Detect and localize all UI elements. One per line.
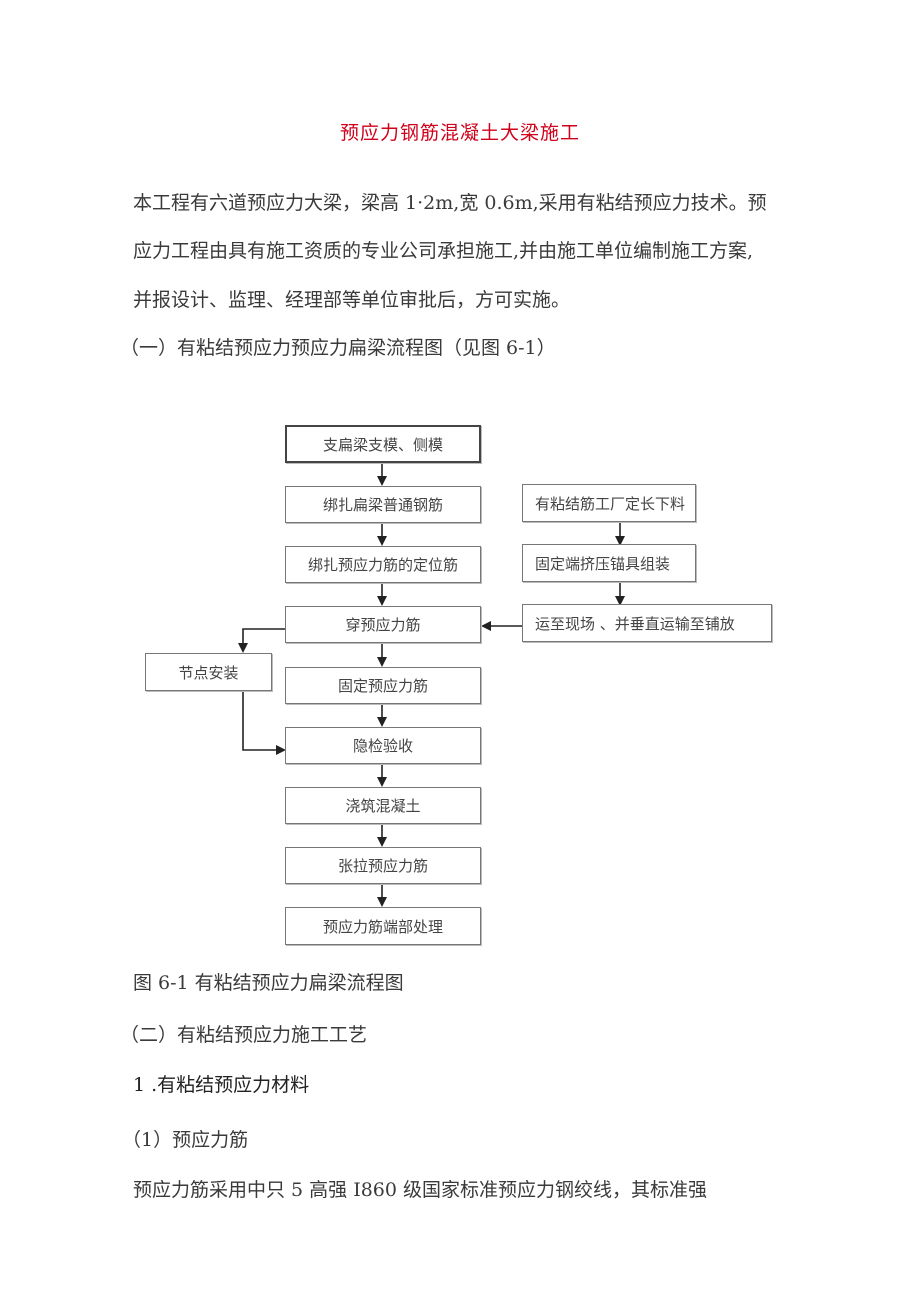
flow-step-label: 固定端挤压锚具组装 <box>535 554 671 573</box>
flow-step-tension: 张拉预应力筋 <box>285 847 481 884</box>
flow-step-label: 有粘结筋工厂定长下料 <box>535 494 686 513</box>
paragraph-line-4: 预应力筋采用中只 5 高强 I860 级国家标准预应力钢绞线，其标准强 <box>133 1179 708 1201</box>
flow-step-label: 固定预应力筋 <box>337 677 428 695</box>
flow-step-label: 隐检验收 <box>352 737 413 755</box>
document-title: 预应力钢筋混凝土大梁施工 <box>339 122 580 144</box>
flow-step-positioning-bar: 绑扎预应力筋的定位筋 <box>285 546 481 583</box>
flow-step-label: 预应力筋端部处理 <box>322 917 443 936</box>
flow-step-node-install: 节点安装 <box>145 653 272 691</box>
flow-step-label: 支扁梁支模、侧模 <box>322 435 443 454</box>
flow-step-label: 张拉预应力筋 <box>337 857 428 875</box>
flow-step-factory-cut: 有粘结筋工厂定长下料 <box>522 484 696 522</box>
flow-step-bind-rebar: 绑扎扁梁普通钢筋 <box>285 486 481 523</box>
flow-step-label: 节点安装 <box>178 663 239 682</box>
section-heading-2: （二）有粘结预应力施工工艺 <box>120 1024 368 1046</box>
figure-caption: 图 6-1 有粘结预应力扁梁流程图 <box>133 972 404 994</box>
flow-step-thread-tendon: 穿预应力筋 <box>285 606 481 643</box>
flow-step-formwork: 支扁梁支模、侧模 <box>285 425 481 463</box>
flow-step-label: 绑扎预应力筋的定位筋 <box>307 556 458 574</box>
subsection-heading-1: 1 .有粘结预应力材料 <box>133 1074 310 1096</box>
item-heading-1: （1）预应力筋 <box>122 1129 249 1151</box>
flow-step-anchor-assembly: 固定端挤压锚具组装 <box>522 544 696 582</box>
flow-step-label: 绑扎扁梁普通钢筋 <box>322 496 443 514</box>
flow-step-transport: 运至现场 、并垂直运输至铺放 <box>522 604 772 642</box>
flow-step-pour-concrete: 浇筑混凝土 <box>285 787 481 824</box>
flow-step-label: 运至现场 、并垂直运输至铺放 <box>535 614 735 633</box>
paragraph-line-3: 并报设计、监理、经理部等单位审批后，方可实施。 <box>133 289 571 311</box>
flow-step-end-treatment: 预应力筋端部处理 <box>285 907 481 945</box>
paragraph-line-1: 本工程有六道预应力大梁，梁高 1·2m,宽 0.6m,采用有粘结预应力技术。预 <box>133 192 767 214</box>
paragraph-line-2: 应力工程由具有施工资质的专业公司承担施工,并由施工单位编制施工方案, <box>133 240 754 262</box>
flow-step-label: 浇筑混凝土 <box>345 797 421 815</box>
flow-step-fix-tendon: 固定预应力筋 <box>285 667 481 704</box>
section-heading-1: （一）有粘结预应力预应力扁梁流程图（见图 6-1） <box>120 337 556 359</box>
flow-step-label: 穿预应力筋 <box>345 616 421 634</box>
flow-step-inspection: 隐检验收 <box>285 727 481 764</box>
